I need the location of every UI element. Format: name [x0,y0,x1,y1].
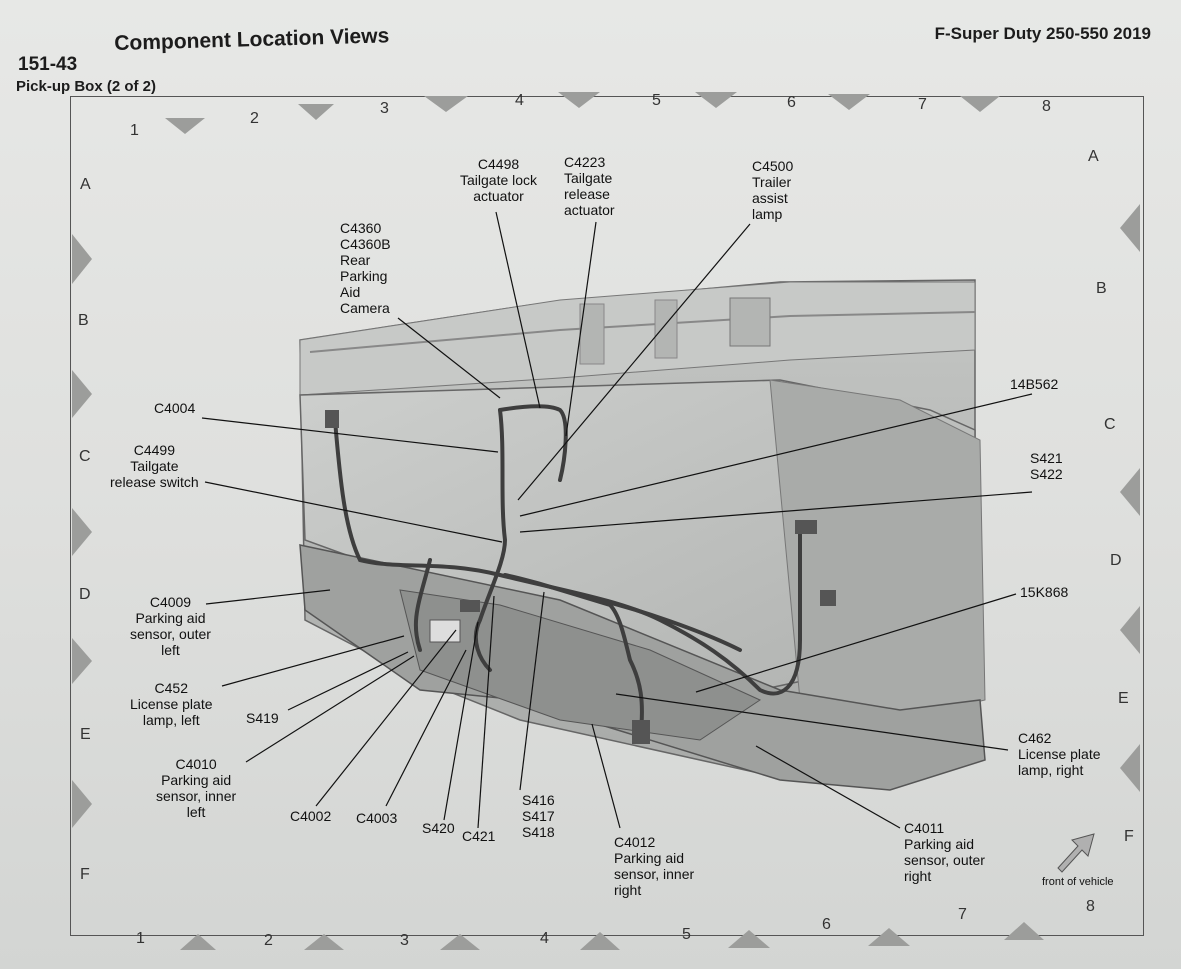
grid-row-a-right: A [1088,148,1099,165]
grid-column-1-bottom: 1 [136,930,145,947]
wiring-harness [333,404,802,742]
callout-s419: S419 [246,710,279,726]
callout-14b562: 14B562 [1010,376,1059,392]
callout-15k868: 15K868 [1020,584,1069,600]
callout-c421: C421 [462,828,496,844]
vehicle-model: F-Super Duty 250-550 2019 [934,24,1151,43]
grid-column-5-bottom: 5 [682,926,691,943]
grid-row-b-left: B [78,312,89,329]
grid-row-c-left: C [79,448,91,465]
grid-row-e-left: E [80,726,91,743]
diagram-frame [70,96,1144,936]
grid-column-3-bottom: 3 [400,932,409,949]
grid-markers [72,92,1140,950]
grid-row-e-right: E [1118,690,1129,707]
grid-row-f-left: F [80,866,90,883]
grid-column-5-top: 5 [652,92,661,109]
diagram-subheading: Pick-up Box (2 of 2) [16,78,157,95]
front-of-vehicle-label: front of vehicle [1042,876,1114,888]
grid-row-f-right: F [1124,828,1134,845]
grid-column-1-top: 1 [130,122,139,139]
grid-row-b-right: B [1096,280,1107,297]
grid-column-6-bottom: 6 [822,916,831,933]
grid-column-2-bottom: 2 [264,932,273,949]
connectors [325,410,836,744]
grid-column-7-bottom: 7 [958,906,967,923]
callout-s420: S420 [422,820,455,836]
front-of-vehicle-arrow [1057,833,1095,873]
grid-column-4-top: 4 [515,92,524,109]
grid-row-d-right: D [1110,552,1122,569]
grid-row-a-left: A [80,176,91,193]
section-number: 151-43 [18,54,78,75]
grid-column-2-top: 2 [250,110,259,127]
grid-column-8-bottom: 8 [1086,898,1095,915]
callout-c4003: C4003 [356,810,398,826]
grid-row-c-right: C [1104,416,1116,433]
callout-c4004: C4004 [154,400,196,416]
grid-column-7-top: 7 [918,96,927,113]
callout-c4002: C4002 [290,808,332,824]
grid-column-6-top: 6 [787,94,796,111]
grid-row-d-left: D [79,586,91,603]
grid-column-3-top: 3 [380,100,389,117]
grid-column-4-bottom: 4 [540,930,549,947]
grid-column-8-top: 8 [1042,98,1051,115]
pickup-box-illustration [299,279,986,791]
leader-lines [201,211,1033,829]
